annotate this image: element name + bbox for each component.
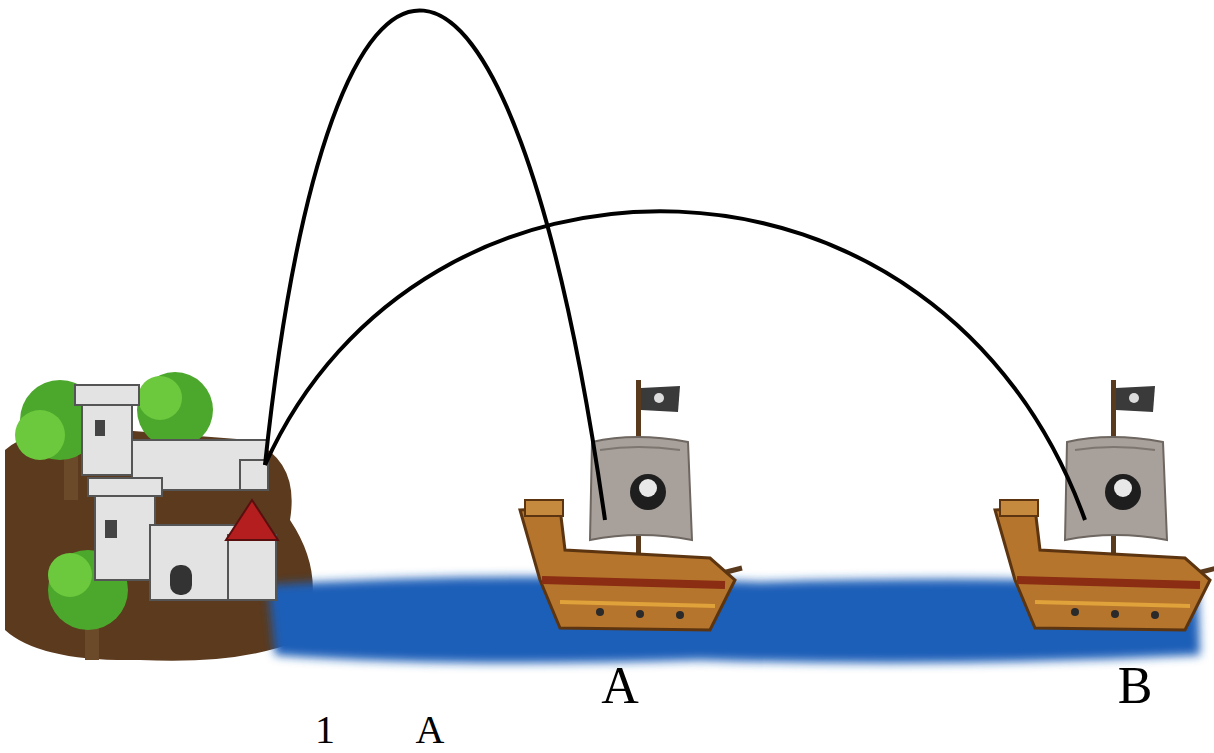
ship-label: B	[1118, 660, 1153, 712]
figure-number: 1	[315, 710, 335, 750]
ship-label: A	[601, 660, 639, 712]
figure-letter: A	[416, 710, 445, 750]
